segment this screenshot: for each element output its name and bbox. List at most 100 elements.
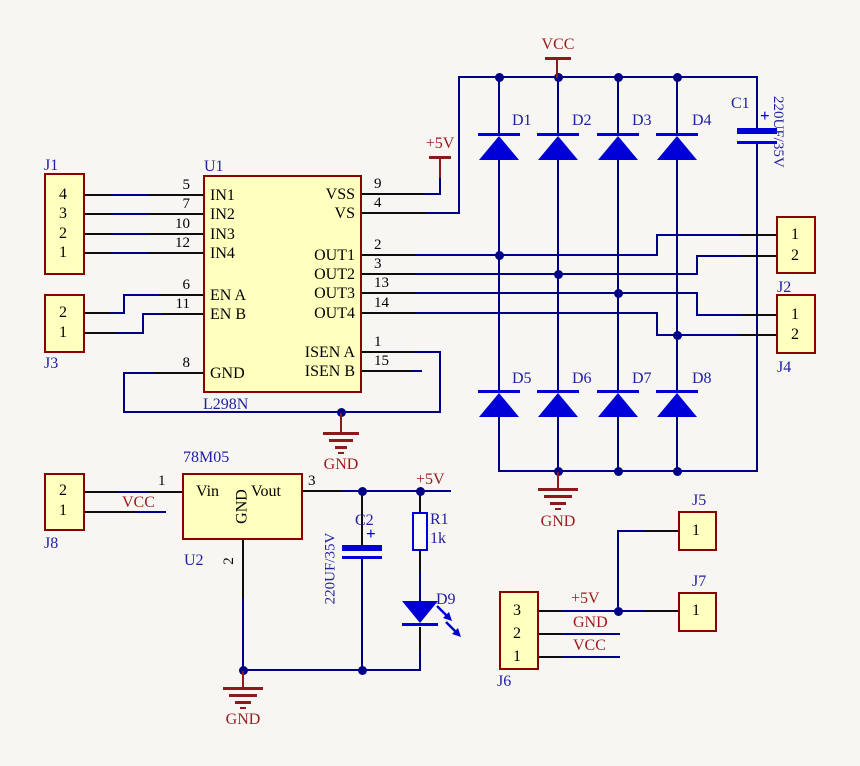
wire: [414, 351, 441, 353]
u1-pin-number: 4: [374, 195, 382, 211]
wire: [362, 193, 426, 195]
wire: [419, 550, 421, 574]
wire: [426, 212, 460, 214]
u1-pin-name: IN4: [210, 245, 235, 262]
wire: [419, 627, 421, 652]
j4-pin: 1: [791, 306, 799, 323]
gnd3-bar: [235, 701, 251, 704]
j5-pin: 1: [692, 522, 700, 539]
junction-dot: [614, 607, 623, 616]
j6-pin: 1: [513, 648, 521, 665]
junction-dot: [495, 73, 504, 82]
j3-pin: 2: [59, 304, 67, 321]
wire: [85, 491, 120, 493]
wire: [123, 372, 125, 413]
led-d9-cathode-bar: [402, 623, 438, 626]
wire: [123, 294, 161, 296]
connector-j5-body: [678, 511, 717, 551]
ic-u1-body: [203, 175, 362, 393]
wire: [498, 160, 500, 393]
wire: [163, 313, 203, 315]
cap-c2-plate-top: [342, 545, 382, 551]
u1-pin-number: 11: [175, 296, 190, 312]
cap-c2-plate-bottom: [342, 556, 382, 559]
c2-value: 220UF/35V: [322, 532, 339, 605]
wire: [656, 312, 658, 336]
u1-pin-number: 10: [175, 216, 190, 232]
u1-part-number: L298N: [203, 396, 249, 413]
connector-j1-body: [44, 173, 85, 275]
u1-pin-number: 6: [182, 277, 191, 293]
u1-pin-number: 1: [374, 334, 382, 350]
wire: [112, 213, 148, 215]
j3-refdes: J3: [44, 355, 59, 372]
gnd2-label: GND: [540, 513, 576, 530]
gnd1-bar: [323, 432, 359, 435]
u1-pin-name: VS: [334, 205, 355, 222]
r1-value: 1k: [430, 530, 446, 547]
diode-d2-symbol: [538, 136, 578, 160]
wire: [419, 650, 421, 671]
diode-d3-cathode-bar: [597, 133, 639, 136]
diode-d8-cathode-bar: [656, 390, 698, 393]
wire: [617, 76, 619, 136]
connector-j7-body: [678, 592, 717, 632]
diode-d2-cathode-bar: [537, 133, 579, 136]
junction-dot: [614, 73, 623, 82]
wire: [112, 252, 148, 254]
wire: [416, 254, 658, 256]
u1-pin-number: 3: [374, 256, 382, 272]
wire: [539, 610, 564, 612]
u1-pin-number: 5: [182, 177, 191, 193]
wire: [110, 312, 125, 314]
c1-value: 220UF/35V: [770, 96, 786, 168]
connector-j8-body: [44, 473, 85, 531]
led-d9-symbol: [402, 601, 438, 623]
diode-d4-symbol: [657, 136, 697, 160]
u1-pin-name: OUT2: [314, 266, 355, 283]
u1-pin-number: 13: [374, 275, 389, 291]
wire: [742, 314, 776, 316]
u1-pin-name: OUT4: [314, 305, 355, 322]
junction-dot: [495, 251, 504, 260]
wire: [419, 572, 421, 603]
gnd2-bar: [555, 508, 561, 510]
connector-j4-body: [776, 294, 816, 354]
wire: [656, 234, 742, 236]
j1-pin: 4: [59, 186, 67, 203]
vcc-power-stem: [556, 59, 558, 78]
u2-pin-number: 2: [221, 557, 237, 565]
wire: [416, 312, 658, 314]
j6-pin: 2: [513, 625, 521, 642]
diode-d8-symbol: [657, 393, 697, 417]
j8-pin: 1: [59, 502, 67, 519]
d1-refdes: D1: [512, 112, 532, 129]
p5v-power-label: +5V: [425, 135, 455, 152]
gnd-bus-wire: [499, 470, 758, 472]
wire: [539, 633, 564, 635]
diode-d6-cathode-bar: [537, 390, 579, 393]
wire: [342, 490, 451, 492]
diode-d3-symbol: [598, 136, 638, 160]
wire: [362, 212, 428, 214]
ic-u2-body: [182, 473, 303, 540]
diode-d5-symbol: [479, 393, 519, 417]
gnd1-bar: [335, 446, 347, 449]
gnd3-bar: [240, 707, 246, 709]
wire: [242, 540, 244, 600]
wire: [123, 294, 125, 314]
wire: [439, 175, 441, 195]
connector-j2-body: [776, 216, 816, 274]
u2-pin-name-gnd: GND: [233, 489, 251, 524]
vcc-power-label: VCC: [541, 36, 575, 53]
net-label-vcc: VCC: [573, 637, 606, 654]
junction-dot: [358, 666, 367, 675]
diode-d1-symbol: [479, 136, 519, 160]
u1-pin-name: EN A: [210, 287, 246, 304]
wire: [85, 511, 137, 513]
wire: [303, 490, 344, 492]
wire: [159, 294, 203, 296]
wire: [557, 416, 559, 472]
junction-dot: [673, 331, 682, 340]
u2-pin-name-vin: Vin: [196, 483, 220, 500]
